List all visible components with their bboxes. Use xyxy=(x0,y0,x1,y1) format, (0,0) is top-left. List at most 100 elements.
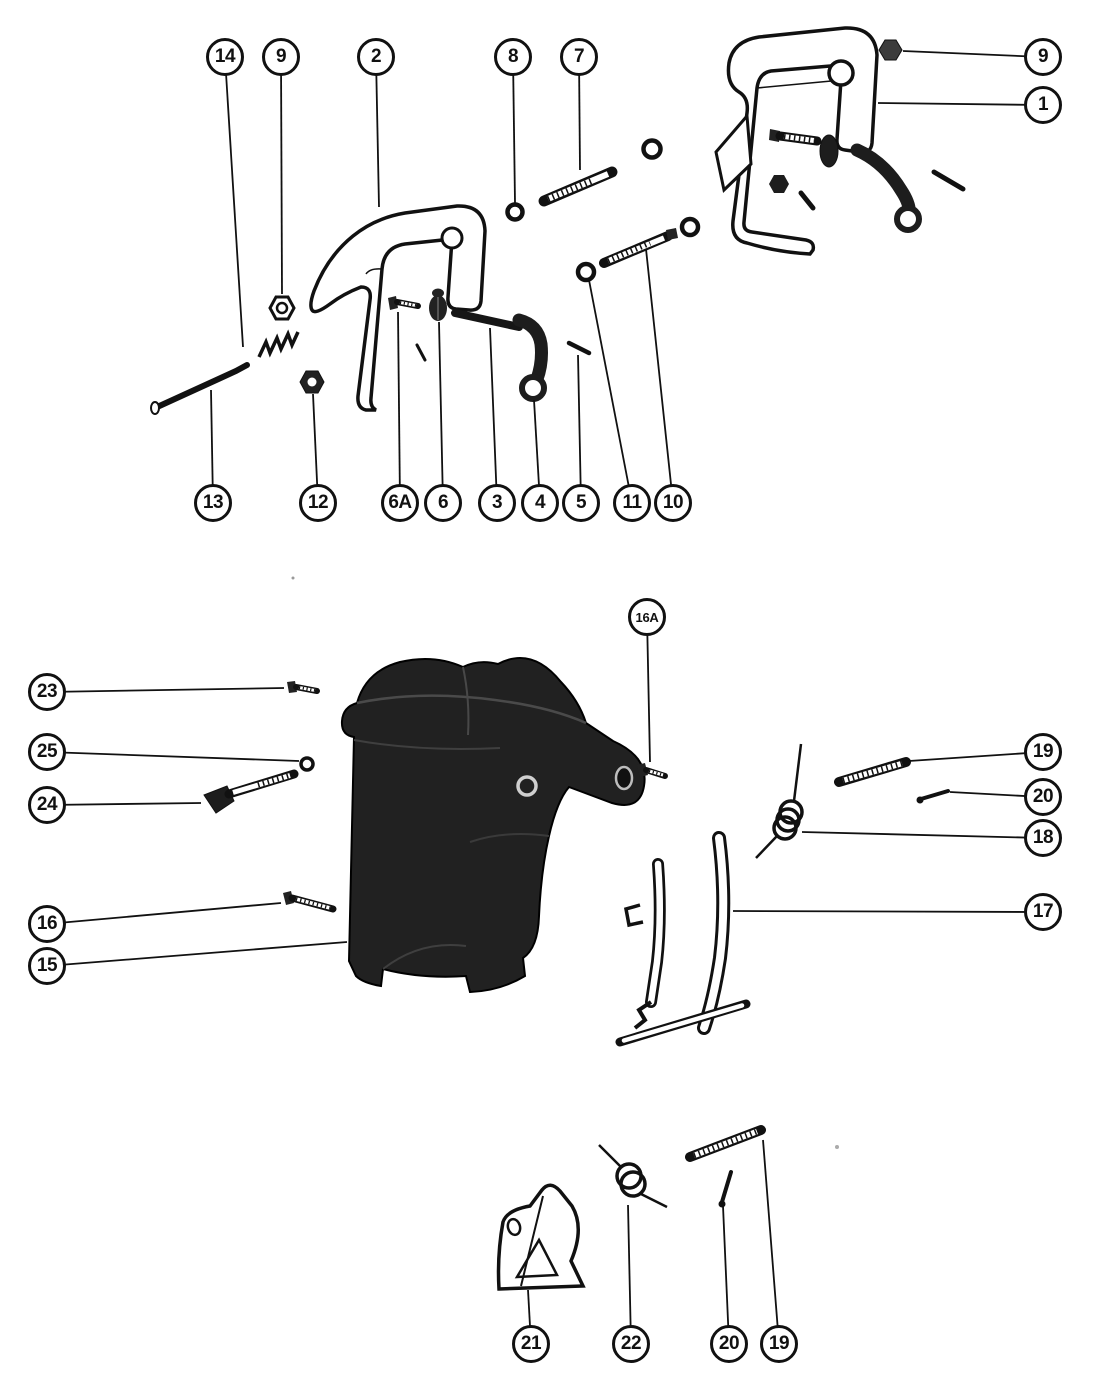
leader-line-c6 xyxy=(438,321,444,504)
rod-right xyxy=(931,169,966,192)
bushing-6 xyxy=(429,288,447,321)
cotter-pin-20-bottom xyxy=(718,1170,733,1208)
anchor-bracket-21 xyxy=(496,1183,586,1291)
torsion-spring-22 xyxy=(598,1144,668,1209)
leader-line-c2 xyxy=(375,56,380,208)
leader-line-c10 xyxy=(645,248,674,504)
callout-c21: 21 xyxy=(512,1325,550,1363)
leader-line-c24 xyxy=(46,802,202,806)
callout-c9a: 9 xyxy=(262,38,300,76)
scan-speckle xyxy=(291,576,295,580)
leader-line-c19b xyxy=(762,1139,780,1345)
leader-line-c11 xyxy=(588,279,633,504)
clamp-bracket-starboard xyxy=(714,26,879,256)
reverse-lock-rod-13 xyxy=(150,362,250,415)
drive-pin-right xyxy=(798,190,816,211)
callout-c24: 24 xyxy=(28,786,66,824)
anchor-pin-24 xyxy=(203,769,299,814)
callout-c9b: 9 xyxy=(1024,38,1062,76)
hex-nut-lower-right xyxy=(769,175,789,193)
torsion-spring-18 xyxy=(755,743,804,859)
washer-10 xyxy=(679,216,701,238)
hex-nut-upper-left xyxy=(268,295,296,321)
thrust-washer-right xyxy=(819,134,839,168)
callout-c23: 23 xyxy=(28,673,66,711)
callout-c6: 6 xyxy=(424,484,462,522)
leader-line-c20b xyxy=(722,1205,730,1345)
callout-c2: 2 xyxy=(357,38,395,76)
swivel-bracket-bore xyxy=(516,775,538,797)
leader-line-c14 xyxy=(224,56,244,348)
shaft-bolt-10 xyxy=(599,228,678,268)
clamp-screw-right xyxy=(769,129,822,146)
callout-c25: 25 xyxy=(28,733,66,771)
leader-line-c16 xyxy=(46,902,282,925)
callout-c19b: 19 xyxy=(760,1325,798,1363)
scan-speckle xyxy=(835,1145,839,1149)
callout-c1: 1 xyxy=(1024,86,1062,124)
hex-nut-top-right xyxy=(878,39,903,61)
callout-c19a: 19 xyxy=(1024,733,1062,771)
callout-c13: 13 xyxy=(194,484,232,522)
screw-16a xyxy=(637,763,668,779)
leader-line-c1 xyxy=(877,102,1044,106)
callout-c4: 4 xyxy=(521,484,559,522)
leader-line-c8 xyxy=(512,56,516,204)
swivel-bracket xyxy=(340,657,646,994)
callout-c16: 16 xyxy=(28,905,66,943)
cotter-pin-20 xyxy=(916,789,950,804)
leader-line-c9a xyxy=(280,56,283,295)
pivot-pin-19-bottom xyxy=(685,1125,766,1162)
bracket-hole xyxy=(506,1217,522,1237)
callout-c18: 18 xyxy=(1024,819,1062,857)
lever-arm-right xyxy=(850,143,922,233)
leader-line-c18 xyxy=(801,831,1044,839)
leader-line-c19a xyxy=(908,751,1044,762)
screw-23 xyxy=(287,681,320,694)
leader-line-c22 xyxy=(627,1204,632,1345)
screw-16 xyxy=(283,891,337,913)
washer-11 xyxy=(575,261,597,283)
leader-line-c5 xyxy=(577,354,582,504)
bracket-hole xyxy=(440,226,464,250)
o-ring-25 xyxy=(299,756,315,772)
compression-spring-14 xyxy=(257,329,300,358)
callout-c12: 12 xyxy=(299,484,337,522)
leader-line-c15 xyxy=(46,941,348,967)
callout-c6a: 6A xyxy=(381,484,419,522)
leader-line-c16a xyxy=(646,616,651,763)
callout-c16a: 16A xyxy=(628,598,666,636)
small-pin xyxy=(415,343,427,362)
callout-c3: 3 xyxy=(478,484,516,522)
leader-line-c23 xyxy=(46,687,285,693)
o-ring-top xyxy=(641,138,663,160)
bracket-hole xyxy=(827,59,855,87)
callout-c7: 7 xyxy=(560,38,598,76)
leader-line-c9b xyxy=(902,50,1044,58)
pivot-pin-19 xyxy=(834,757,911,787)
steering-link-assembly xyxy=(615,831,751,1047)
pivot-pin-3 xyxy=(451,309,523,331)
hex-nut-lower-left xyxy=(299,370,325,394)
callout-c11: 11 xyxy=(613,484,651,522)
swivel-tube-bore xyxy=(614,765,634,791)
pin-5 xyxy=(566,340,592,356)
callout-c20a: 20 xyxy=(1024,778,1062,816)
clamp-bracket-port xyxy=(309,204,487,412)
callout-c22: 22 xyxy=(612,1325,650,1363)
shaft-bolt-7 xyxy=(538,166,618,207)
screw-6a xyxy=(388,296,421,310)
callout-c20b: 20 xyxy=(710,1325,748,1363)
lock-lever-4 xyxy=(512,313,548,402)
leader-line-c25 xyxy=(46,751,300,762)
callout-c17: 17 xyxy=(1024,893,1062,931)
washer-8 xyxy=(505,202,525,222)
leader-line-c17 xyxy=(732,910,1044,913)
callout-c8: 8 xyxy=(494,38,532,76)
callout-c5: 5 xyxy=(562,484,600,522)
callout-c15: 15 xyxy=(28,947,66,985)
leader-line-c6a xyxy=(397,311,401,504)
callout-c14: 14 xyxy=(206,38,244,76)
